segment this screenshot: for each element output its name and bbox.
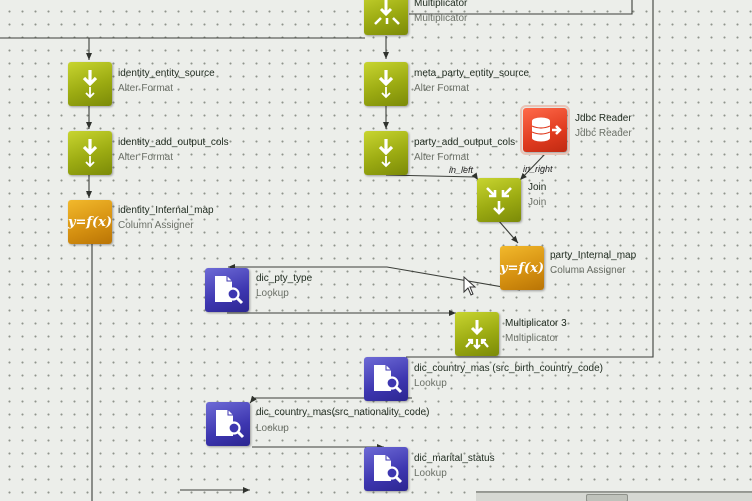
node-type: Lookup xyxy=(414,468,447,479)
node-title: dic_marital_status xyxy=(414,453,495,464)
join-icon[interactable] xyxy=(477,178,521,222)
node-title: Join xyxy=(528,182,547,193)
node-title: party_Internal_map xyxy=(550,250,637,261)
column-assigner-icon[interactable]: y=f(x) xyxy=(500,246,544,290)
document-magnifier-icon xyxy=(374,455,403,484)
column-assigner-icon[interactable]: y=f(x) xyxy=(68,200,112,244)
wire-join-to-party-map xyxy=(497,219,519,244)
lookup-icon[interactable] xyxy=(364,447,408,491)
split-arrows-icon xyxy=(465,320,489,350)
document-magnifier-icon xyxy=(216,410,245,439)
node-type: Alter Format xyxy=(118,83,174,94)
node-title: Jdbc Reader xyxy=(575,113,632,124)
alter-format-icon[interactable] xyxy=(68,131,112,175)
arrow-down-icon xyxy=(378,139,394,168)
alter-format-icon[interactable] xyxy=(68,62,112,106)
node-title: Multiplicator 3 xyxy=(505,318,567,329)
node-title: identity_Internal_map xyxy=(118,205,214,216)
wire-top-right xyxy=(409,0,633,15)
multiplicator-icon[interactable] xyxy=(455,312,499,356)
lookup-icon[interactable] xyxy=(364,357,408,401)
port-in-right: in_right xyxy=(523,164,553,174)
database-arrow-icon xyxy=(531,117,562,142)
lookup-icon[interactable] xyxy=(206,402,250,446)
node-title: dic_country_mas (src_birth_country_code) xyxy=(414,363,603,374)
node-type: Lookup xyxy=(414,378,447,389)
wire-party-map-to-dic-pty-type xyxy=(228,264,521,291)
document-magnifier-icon xyxy=(215,276,244,305)
node-title: meta_party_entity_source xyxy=(414,68,530,79)
node-title: dic_pty_type xyxy=(256,273,313,284)
document-magnifier-icon xyxy=(374,365,403,394)
node-title: identity_entity_source xyxy=(118,68,215,79)
arrow-down-icon xyxy=(82,139,98,168)
jdbc-reader-icon[interactable] xyxy=(520,105,570,155)
scrollbar-thumb[interactable] xyxy=(586,494,628,501)
lookup-icon[interactable] xyxy=(205,268,249,312)
node-type: Alter Format xyxy=(414,83,470,94)
node-type: Lookup xyxy=(256,288,289,299)
node-type: Column Assigner xyxy=(550,265,626,276)
node-title: party_add_output_cols xyxy=(414,137,516,148)
mouse-pointer-icon xyxy=(463,276,477,296)
node-type: Column Assigner xyxy=(118,220,194,231)
fx-icon: y=f(x) xyxy=(67,214,113,230)
horizontal-scrollbar[interactable] xyxy=(476,492,752,501)
node-type: Alter Format xyxy=(414,152,470,163)
fx-icon: y=f(x) xyxy=(499,260,545,276)
node-type: Lookup xyxy=(256,423,289,434)
merge-arrows-icon xyxy=(486,187,512,215)
arrow-down-icon xyxy=(378,70,394,99)
port-in-left: in_left xyxy=(449,165,474,175)
node-title: dic_country_mas(src_nationality_code) xyxy=(256,407,430,418)
wire-right-border xyxy=(410,0,654,358)
wire-country-to-nationality xyxy=(249,395,412,404)
node-title: Multiplicator xyxy=(414,0,468,9)
arrow-down-icon xyxy=(82,70,98,99)
node-type: Jdbc Reader xyxy=(575,128,632,139)
node-type: Alter Format xyxy=(118,152,174,163)
split-arrows-icon xyxy=(374,0,400,25)
multiplicator-icon[interactable] xyxy=(364,0,408,35)
wire-party-cols-to-join xyxy=(385,172,479,181)
alter-format-icon[interactable] xyxy=(364,131,408,175)
node-type: Join xyxy=(528,197,547,208)
wire-jdbc-to-join xyxy=(519,153,546,181)
node-title: identity_add_output_cols xyxy=(118,137,229,148)
alter-format-icon[interactable] xyxy=(364,62,408,106)
node-type: Multiplicator xyxy=(505,333,559,344)
node-type: Multiplicator xyxy=(414,13,468,24)
